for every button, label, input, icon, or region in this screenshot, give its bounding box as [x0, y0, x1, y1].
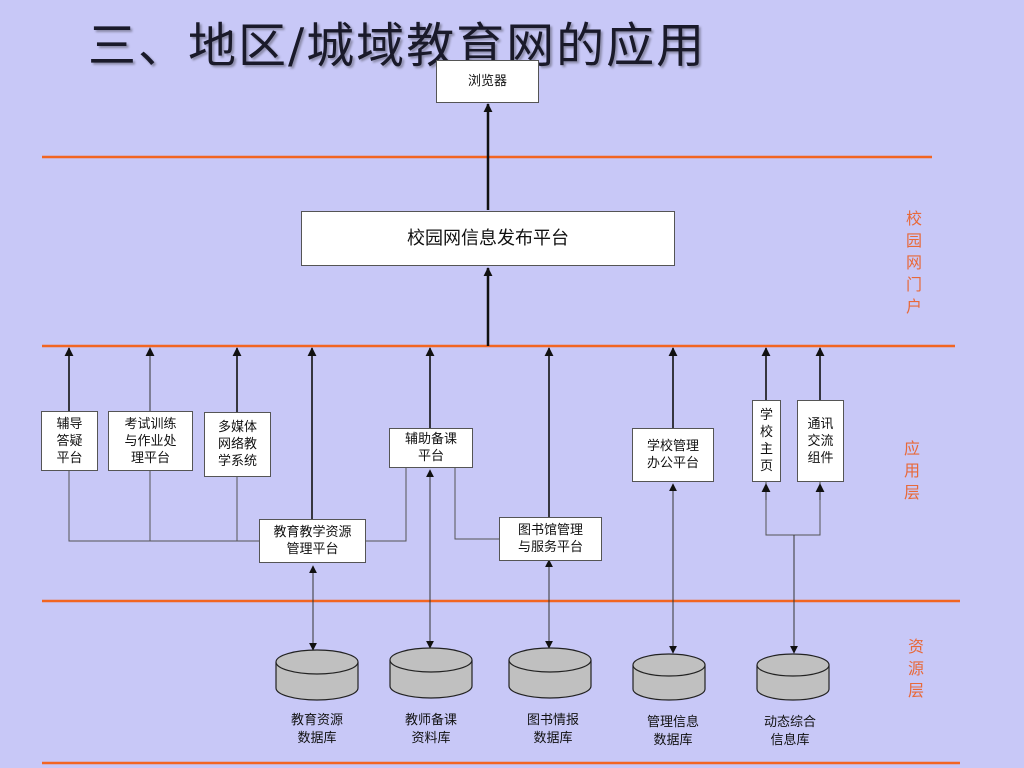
- edu-resource-mgmt-box: 教育教学资源 管理平台: [259, 519, 366, 563]
- db-label: 教育资源 数据库: [290, 713, 343, 746]
- comm-component-box: 通讯 交流 组件: [797, 400, 844, 482]
- conn-homepage: [765, 482, 794, 536]
- layer-label-portal: 校 园 网 门 户: [905, 209, 922, 316]
- browser-box: 浏览器: [436, 60, 539, 103]
- library-mgmt-box: 图书馆管理 与服务平台: [499, 517, 602, 561]
- layer-label-application: 应 用 层: [903, 439, 920, 502]
- info-platform-box: 校园网信息发布平台: [301, 211, 675, 266]
- conn-qa: [68, 470, 260, 542]
- db-label: 管理信息 数据库: [646, 715, 699, 748]
- conn-prep-library: [454, 467, 499, 540]
- qa-platform-box: 辅导 答疑 平台: [41, 411, 98, 471]
- database-icon: [275, 649, 359, 701]
- school-mgmt-box: 学校管理 办公平台: [632, 428, 714, 482]
- prep-platform-box: 辅助备课 平台: [389, 428, 473, 468]
- db-label: 教师备课 资料库: [404, 713, 457, 746]
- database-icon: [508, 647, 592, 699]
- page-title: 三、地区/城域教育网的应用: [88, 18, 707, 74]
- database-icon: [389, 647, 473, 699]
- database-icon: [632, 653, 706, 701]
- conn-comm: [794, 482, 821, 536]
- db-label: 动态综合 信息库: [763, 715, 816, 748]
- layer-label-resource: 资 源 层: [907, 637, 924, 700]
- conn-prep: [366, 467, 407, 542]
- exam-platform-box: 考试训练 与作业处 理平台: [108, 411, 193, 471]
- db-label: 图书情报 数据库: [526, 713, 579, 746]
- school-homepage-box: 学 校 主 页: [752, 400, 781, 482]
- database-icon: [756, 653, 830, 701]
- layer-separators: [42, 155, 960, 765]
- multimedia-system-box: 多媒体 网络教 学系统: [204, 412, 271, 477]
